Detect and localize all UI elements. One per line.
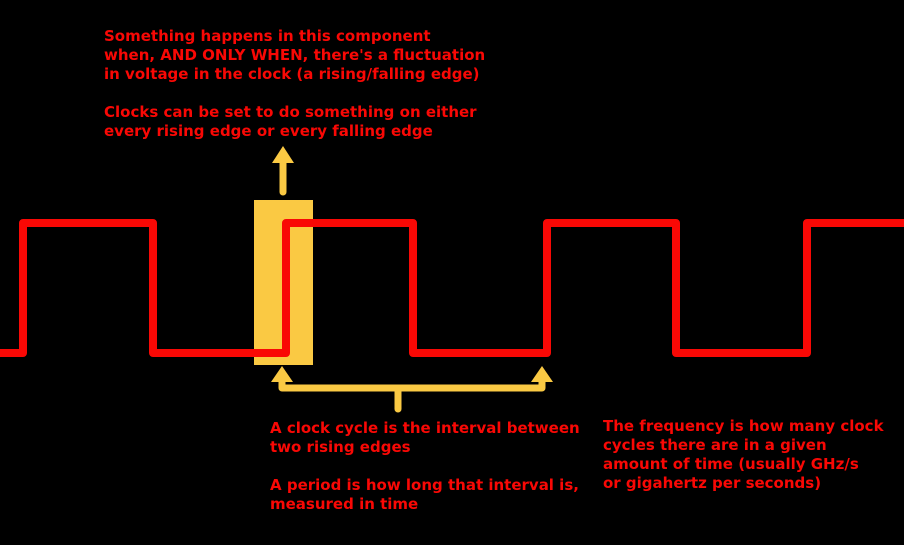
note-line: Something happens in this component [104, 27, 431, 45]
frequency-note: The frequency is how many clock cycles t… [603, 417, 884, 493]
note-line: The frequency is how many clock [603, 417, 884, 435]
edge-trigger-paragraph-1: Something happens in this component when… [104, 27, 485, 84]
cycle-bracket-bar [278, 375, 546, 392]
note-line: A clock cycle is the interval between [270, 419, 580, 437]
note-line: every rising edge or every falling edge [104, 122, 433, 140]
clock-cycle-note: A clock cycle is the interval between tw… [270, 419, 580, 514]
edge-trigger-note: Something happens in this component when… [104, 27, 485, 141]
note-line: measured in time [270, 495, 419, 513]
clock-cycle-paragraph: A clock cycle is the interval between tw… [270, 419, 580, 457]
note-line: or gigahertz per seconds) [603, 474, 822, 492]
cycle-bracket-right-arrow-icon [531, 366, 553, 382]
note-line: when, AND ONLY WHEN, there's a fluctuati… [104, 46, 486, 64]
note-line: A period is how long that interval is, [270, 476, 579, 494]
cycle-bracket-left-arrow-icon [271, 366, 293, 382]
note-line: amount of time (usually GHz/s [603, 455, 859, 473]
clock-square-wave [0, 219, 904, 357]
period-paragraph: A period is how long that interval is, m… [270, 476, 580, 514]
frequency-paragraph: The frequency is how many clock cycles t… [603, 417, 884, 493]
note-line: two rising edges [270, 438, 411, 456]
edge-trigger-paragraph-2: Clocks can be set to do something on eit… [104, 103, 485, 141]
note-line: cycles there are in a given [603, 436, 827, 454]
edge-arrow-up-icon [272, 146, 294, 163]
note-line: in voltage in the clock (a rising/fallin… [104, 65, 480, 83]
note-line: Clocks can be set to do something on eit… [104, 103, 477, 121]
